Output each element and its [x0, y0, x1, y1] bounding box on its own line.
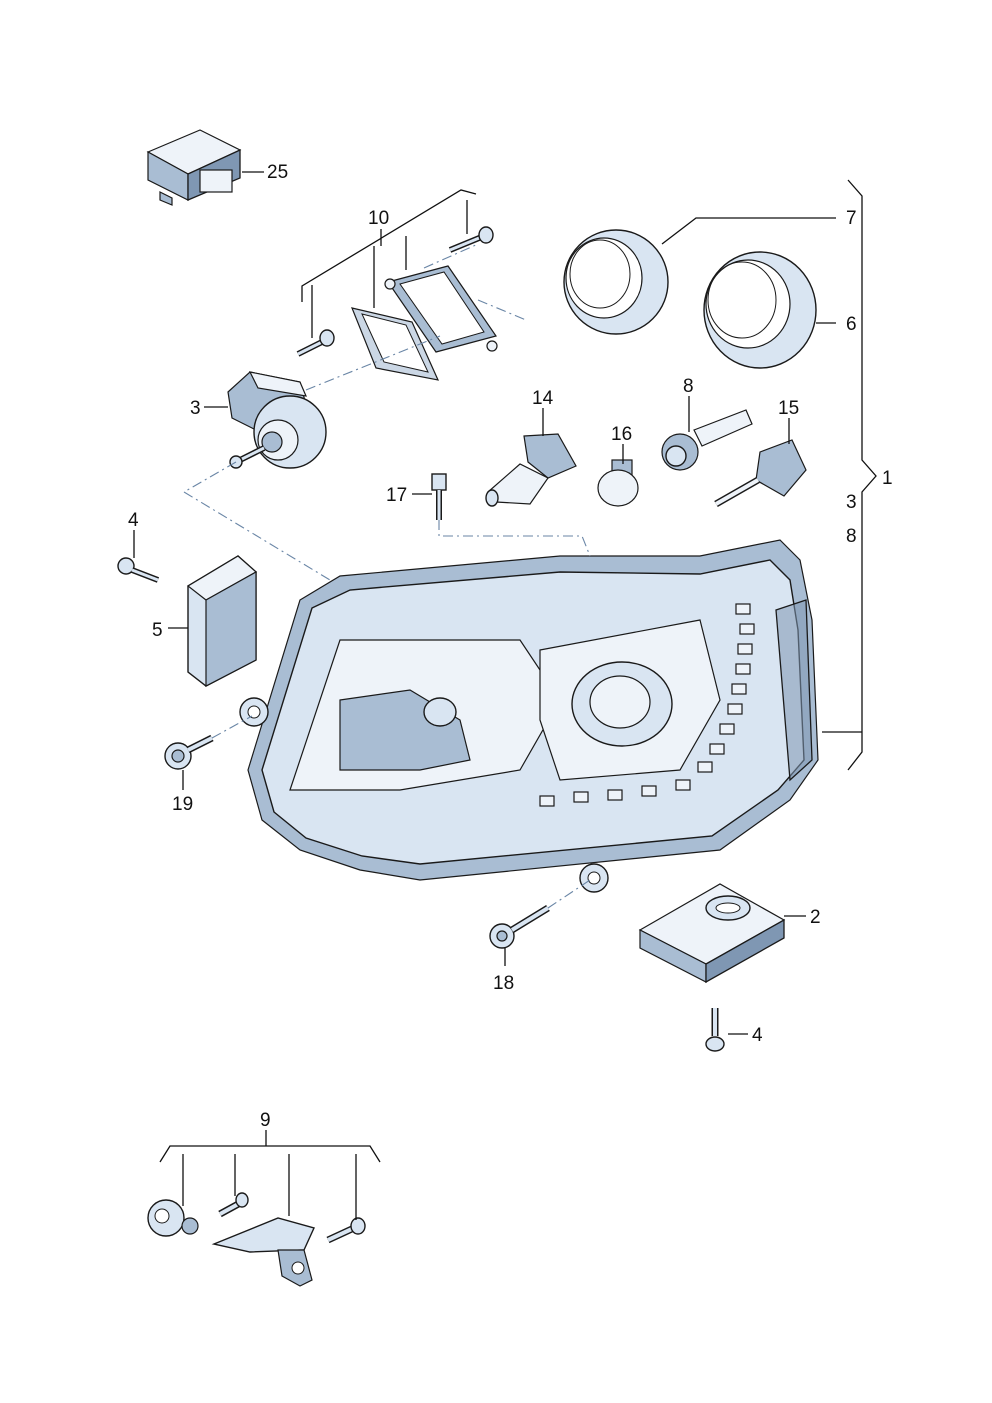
callout-6: 6 [846, 314, 857, 335]
callout-labels: 25 10 7 6 3 14 8 15 16 1 17 3 8 4 5 19 2… [128, 162, 893, 1131]
part-9-repair-kit [147, 1192, 366, 1287]
callout-18: 18 [493, 973, 514, 994]
callout-4-left: 4 [128, 510, 139, 531]
part-3-range-control-motor [227, 371, 327, 469]
assembly-lines [183, 243, 591, 909]
callout-4-right: 4 [752, 1025, 763, 1046]
part-6-ring [703, 251, 817, 369]
part-10-screw-left [296, 329, 335, 357]
callout-10: 10 [368, 208, 389, 229]
callout-8-sub: 8 [846, 526, 857, 547]
callout-3-sub: 3 [846, 492, 857, 513]
part-17-screw [431, 473, 447, 520]
part-1-headlamp-assembly [239, 539, 819, 893]
led-strip [539, 603, 755, 807]
part-5-control-unit [186, 555, 258, 687]
callout-5: 5 [152, 620, 163, 641]
part-19-screw [164, 734, 214, 770]
callout-16: 16 [611, 424, 632, 445]
part-10-gasket-set [351, 265, 498, 381]
callout-14: 14 [532, 388, 554, 409]
part-4-screw-right [705, 1008, 725, 1052]
callout-3: 3 [190, 398, 201, 419]
part-8-bulb [661, 409, 753, 471]
part-15-xenon-bulb [714, 439, 807, 508]
callout-7: 7 [846, 208, 857, 229]
callout-19: 19 [172, 794, 193, 815]
part-2-ballast [638, 883, 786, 984]
part-10-screw-top [448, 226, 494, 253]
part-7-ring [563, 229, 669, 335]
part-25-control-module [146, 129, 242, 206]
callout-8: 8 [683, 376, 694, 397]
callout-1: 1 [882, 468, 893, 489]
callout-25: 25 [267, 162, 288, 183]
leader-lines [133, 171, 877, 1220]
part-18-screw [489, 905, 550, 949]
part-4-screw-left [117, 557, 160, 583]
callout-9: 9 [260, 1110, 271, 1131]
part-16-bulb [597, 459, 639, 507]
callout-2: 2 [810, 907, 821, 928]
part-14-h7-bulb [485, 433, 577, 507]
callout-15: 15 [778, 398, 799, 419]
callout-17: 17 [386, 485, 407, 506]
